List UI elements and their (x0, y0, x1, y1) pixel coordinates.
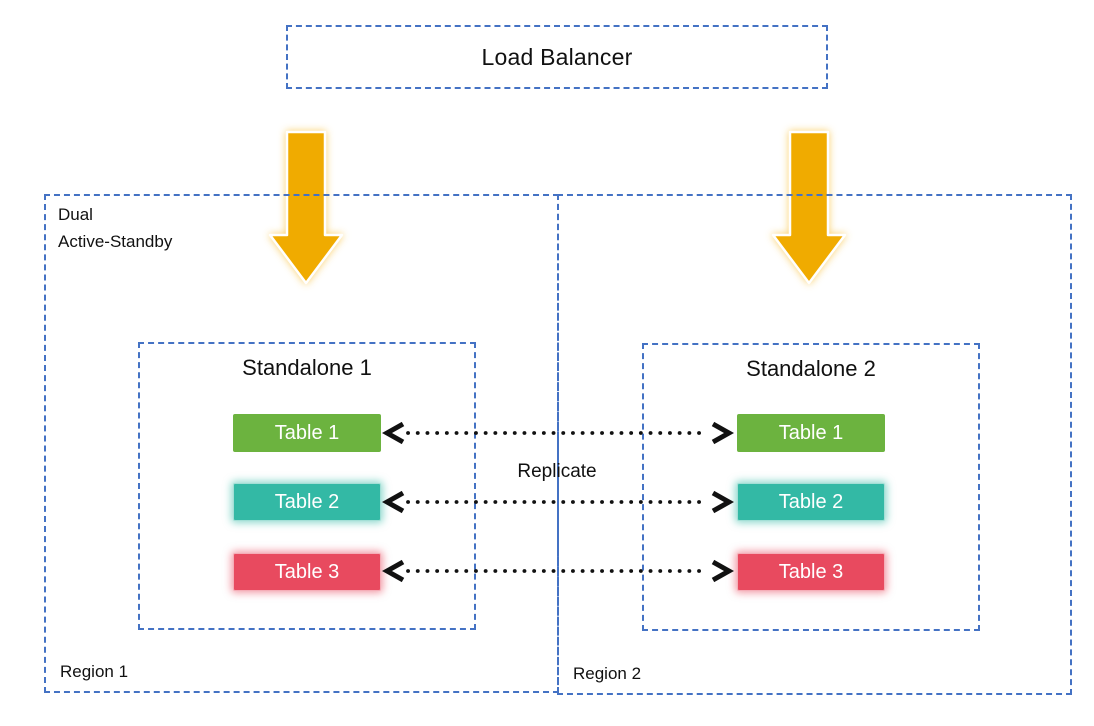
standalone-1-box: Standalone 1 (138, 342, 476, 630)
standalone-1-title: Standalone 1 (242, 355, 372, 380)
load-balancer-label: Load Balancer (481, 43, 633, 70)
dual-active-standby-line1: Dual (58, 205, 93, 224)
region-1-label: Region 1 (60, 662, 129, 681)
standalone1-table-1: Table 1 (233, 414, 381, 452)
replicate-arrow-icon (382, 559, 734, 583)
standalone2-table-2: Table 2 (737, 483, 885, 521)
standalone1-table-2: Table 2 (233, 483, 381, 521)
replicate-label: Replicate (517, 461, 597, 482)
region-2-box: Region 2 (557, 194, 1072, 695)
replicate-arrow-icon (382, 421, 734, 445)
standalone-2-title: Standalone 2 (746, 356, 876, 381)
dual-active-standby-label: Dual Active-Standby (58, 201, 172, 255)
standalone-2-box: Standalone 2 (642, 343, 980, 631)
down-arrow-icon (268, 130, 344, 285)
region-2-label: Region 2 (573, 664, 642, 683)
dual-active-standby-line2: Active-Standby (58, 232, 173, 251)
load-balancer-box: Load Balancer (286, 25, 828, 89)
standalone2-table-1: Table 1 (737, 414, 885, 452)
standalone1-table-3: Table 3 (233, 553, 381, 591)
down-arrow-icon (771, 130, 847, 285)
standalone2-table-3: Table 3 (737, 553, 885, 591)
replicate-arrow-icon (382, 490, 734, 514)
